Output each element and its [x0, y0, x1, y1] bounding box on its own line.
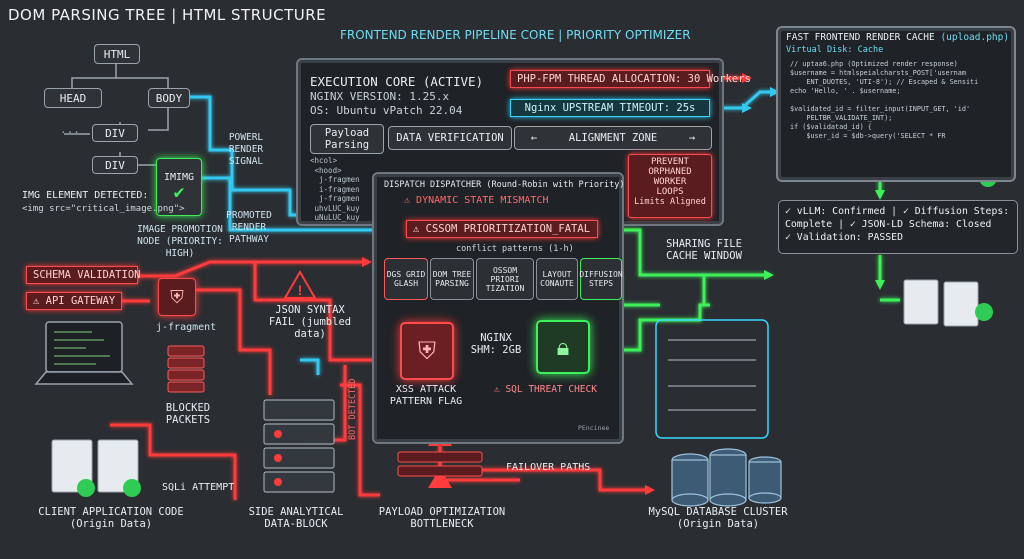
- html-node[interactable]: HTML: [94, 44, 140, 64]
- api-gateway-bar[interactable]: ⚠ API GATEWAY: [26, 292, 122, 310]
- chip-layout[interactable]: LAYOUT CONAUTE: [536, 258, 578, 300]
- client-code-label: CLIENT APPLICATION CODE (Origin Data): [38, 506, 184, 530]
- json-fail-label: JSON SYNTAX FAIL (jumbled data): [268, 304, 352, 340]
- img-detected-label: IMG ELEMENT DETECTED:: [22, 190, 149, 201]
- check-icon: ✔: [173, 181, 185, 203]
- pipeline-title: FRONTEND RENDER PIPELINE CORE | PRIORITY…: [340, 28, 691, 42]
- gateway-shield-icon[interactable]: ⛨: [158, 278, 196, 316]
- conflict-label: conflict patterns (1-h): [456, 244, 574, 254]
- cssom-fatal-bar[interactable]: ⚠ CSSOM PRIORITIZATION_FATAL: [406, 220, 598, 238]
- api-gateway-text: API GATEWAY: [45, 295, 116, 307]
- blocked-packets-label: BLOCKED PACKETS: [165, 402, 211, 426]
- sharing-window-label: SHARING FILE CACHE WINDOW: [666, 238, 742, 262]
- lock-icon[interactable]: 🔒︎: [536, 320, 590, 374]
- cache-panel: [776, 26, 1016, 182]
- dispatcher-panel: [372, 172, 624, 444]
- validation-text: ✓ vLLM: Confirmed | ✓ Diffusion Steps: C…: [785, 206, 1010, 243]
- panel-tag: PEncinee: [578, 424, 610, 432]
- cssom-fatal-text: CSSOM PRIORITIZATION_FATAL: [425, 223, 591, 235]
- xss-label: XSS ATTACK PATTERN FLAG: [389, 384, 463, 407]
- prevent-loops-box: PREVENT ORPHANED WORKER LOOPS Limits Ali…: [628, 154, 712, 218]
- prevent-loops-label: PREVENT ORPHANED WORKER LOOPS: [648, 157, 692, 197]
- virtual-disk-label: Virtual Disk: Cache: [786, 45, 884, 55]
- div-node-1[interactable]: DIV: [92, 124, 138, 142]
- nginx-timeout-bar[interactable]: Nginx UPSTREAM TIMEOUT: 25s: [510, 99, 710, 117]
- cache-file: (upload.php): [940, 32, 1010, 43]
- state-mismatch-label: ⚠ DYNAMIC STATE MISMATCH: [404, 195, 549, 206]
- php-fpm-bar[interactable]: PHP-FPM THREAD ALLOCATION: 30 Workers: [510, 70, 751, 88]
- bottleneck-label: PAYLOAD OPTIMIZATION BOTTLENECK: [378, 506, 506, 530]
- os-version: OS: Ubuntu vPatch 22.04: [310, 104, 463, 117]
- sqli-label: SQLi ATTEMPT: [162, 482, 235, 493]
- cache-code-block: // uptaa6.php (Optimized render response…: [790, 60, 979, 140]
- page-title: DOM PARSING TREE | HTML STRUCTURE: [8, 6, 327, 24]
- mysql-label: MySQL DATABASE CLUSTER (Origin Data): [648, 506, 788, 530]
- state-mismatch-text: DYNAMIC STATE MISMATCH: [416, 195, 549, 206]
- sql-threat-label: ⚠ SQL THREAT CHECK: [494, 384, 597, 395]
- promoted-pathway-label: PROMOTED RENDER PATHWAY: [226, 210, 272, 245]
- data-verification-button[interactable]: DATA VERIFICATION: [388, 126, 512, 150]
- render-signal-label: POWERL RENDER SIGNAL: [228, 132, 264, 167]
- validation-panel: ✓ vLLM: Confirmed | ✓ Diffusion Steps: C…: [778, 200, 1018, 254]
- warning-icon: ⚠: [494, 384, 506, 395]
- exec-core-title: EXECUTION CORE (ACTIVE): [310, 74, 484, 89]
- payload-parsing-button[interactable]: Payload Parsing: [310, 124, 384, 154]
- img-src-label: <img src="critical_image.png">: [22, 204, 185, 214]
- img-node[interactable]: IMIMG ✔: [156, 158, 202, 216]
- img-promo-label: IMAGE PROMOTION NODE (PRIORITY: HIGH): [137, 224, 223, 259]
- chip-diffusion[interactable]: DIFFUSION STEPS: [579, 258, 623, 300]
- limits-aligned-label: Limits Aligned: [634, 197, 706, 207]
- chip-dom-tree[interactable]: DOM TREE PARSING: [430, 258, 474, 300]
- alignment-zone[interactable]: ← ALIGNMENT ZONE →: [514, 126, 712, 150]
- nginx-version: NGINX VERSION: 1.25.x: [310, 90, 450, 103]
- xss-shield-icon[interactable]: ⛨: [400, 322, 454, 380]
- cache-title: FAST FRONTEND RENDER CACHE (upload.php): [786, 32, 1009, 43]
- nginx-shm-label: NGINX SHM: 2GB: [470, 332, 522, 356]
- cache-title-text: FAST FRONTEND RENDER CACHE: [786, 32, 935, 43]
- side-block-label: SIDE ANALYTICAL DATA-BLOCK: [248, 506, 344, 530]
- mini-code-block: <hcol> <hood> j-fragmen i-fragmen j-frag…: [310, 156, 360, 222]
- schema-validation-bar[interactable]: SCHEMA VALIDATION: [26, 266, 140, 284]
- warning-icon: ⚠: [413, 223, 426, 235]
- head-node[interactable]: HEAD: [44, 88, 102, 108]
- div-node-2[interactable]: DIV: [92, 156, 138, 174]
- chip-ossom[interactable]: OSSOM PRIORI TIZATION: [476, 258, 534, 300]
- j-fragment-label: j-fragment: [156, 322, 217, 333]
- dom-dots: ···: [60, 126, 80, 139]
- warning-icon: ⚠: [33, 295, 46, 307]
- svg-text:!: !: [298, 282, 303, 298]
- failover-label: FAILOVER PATHS: [506, 462, 591, 473]
- dispatcher-title: DISPATCH DISPATCHER (Round-Robin with Pr…: [384, 180, 625, 190]
- img-node-label: IMIMG: [163, 171, 195, 183]
- chip-dgs-grid[interactable]: DGS GRID GLASH: [384, 258, 428, 300]
- warning-icon: ⚠: [404, 195, 417, 206]
- sql-threat-text: SQL THREAT CHECK: [505, 384, 597, 395]
- body-node[interactable]: BODY: [148, 88, 190, 108]
- bot-detected-label: BOT DETECTED: [348, 378, 358, 440]
